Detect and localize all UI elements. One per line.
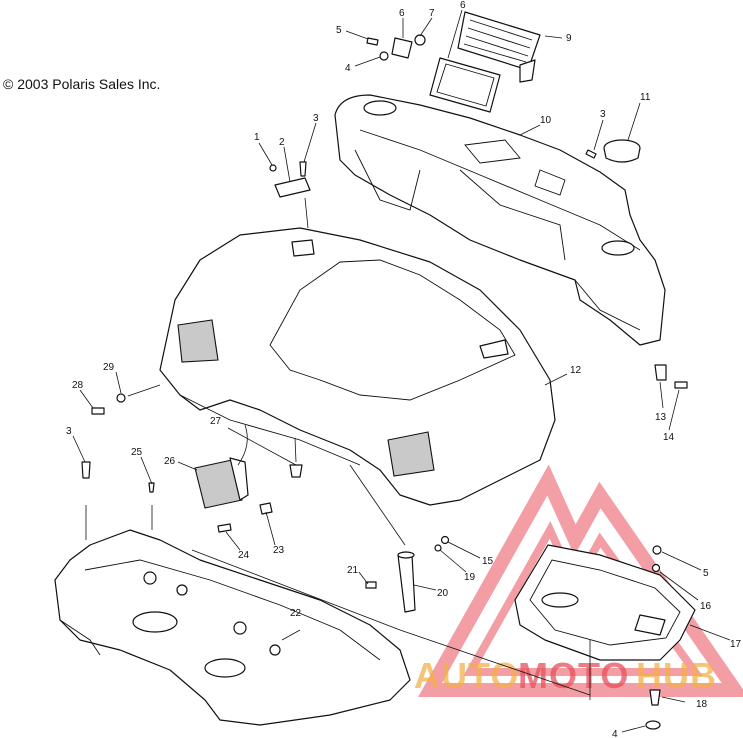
callout-4-top: 4 — [345, 63, 351, 74]
callout-labels: 5 6 7 6 9 4 3 10 11 1 2 3 12 29 28 13 14… — [66, 0, 742, 738]
tail-light-part-26 — [194, 457, 249, 509]
callout-3-right: 3 — [600, 109, 606, 120]
undertray-part-22 — [54, 529, 411, 726]
callout-24: 24 — [238, 550, 250, 561]
callout-6-gasket: 6 — [460, 0, 466, 11]
callout-28: 28 — [72, 380, 84, 391]
callout-4-bottom: 4 — [612, 729, 618, 738]
callout-7: 7 — [429, 8, 435, 19]
callout-16: 16 — [700, 601, 712, 612]
callout-12: 12 — [570, 365, 582, 376]
callout-9: 9 — [566, 33, 572, 44]
copyright-text: © 2003 Polaris Sales Inc. — [3, 76, 161, 92]
callout-1: 1 — [254, 132, 260, 143]
watermark-triangle-outer — [418, 464, 743, 697]
callout-23: 23 — [273, 545, 285, 556]
callout-25: 25 — [131, 447, 143, 458]
callout-27: 27 — [210, 416, 222, 427]
callout-6-top: 6 — [399, 8, 405, 19]
callout-26: 26 — [164, 456, 176, 467]
callout-2: 2 — [279, 137, 285, 148]
watermark-hub: HUB — [636, 655, 717, 696]
callout-17: 17 — [730, 639, 742, 650]
callout-29: 29 — [103, 362, 115, 373]
hatch-lid-part-9 — [457, 11, 541, 83]
callout-10: 10 — [540, 115, 552, 126]
callout-3-left: 3 — [66, 426, 72, 437]
storage-tray-part-17 — [514, 544, 696, 661]
latch-hardware-top — [366, 34, 426, 61]
fasteners — [81, 364, 688, 730]
bracket-part-2 — [269, 161, 311, 198]
callout-22: 22 — [290, 608, 302, 619]
watermark-auto: AUTO — [414, 655, 519, 696]
callout-19: 19 — [464, 572, 476, 583]
gasket-part-8 — [429, 57, 501, 113]
callout-20: 20 — [437, 588, 449, 599]
callout-15: 15 — [482, 556, 494, 567]
rear-fender-part-12 — [159, 227, 556, 506]
callout-5-top: 5 — [336, 25, 342, 36]
callout-11: 11 — [640, 92, 651, 103]
strap-part-20 — [397, 551, 416, 613]
callout-13: 13 — [655, 412, 667, 423]
callout-3-bracket: 3 — [313, 113, 319, 124]
callout-14: 14 — [663, 432, 675, 443]
callout-5-right: 5 — [703, 568, 709, 579]
cap-part-11 — [585, 139, 641, 163]
rear-storage-box-part-10 — [334, 94, 666, 346]
watermark-moto: MOTO — [518, 655, 629, 696]
callout-18: 18 — [696, 699, 708, 710]
callout-21: 21 — [347, 565, 359, 576]
leader-lines — [72, 9, 731, 733]
